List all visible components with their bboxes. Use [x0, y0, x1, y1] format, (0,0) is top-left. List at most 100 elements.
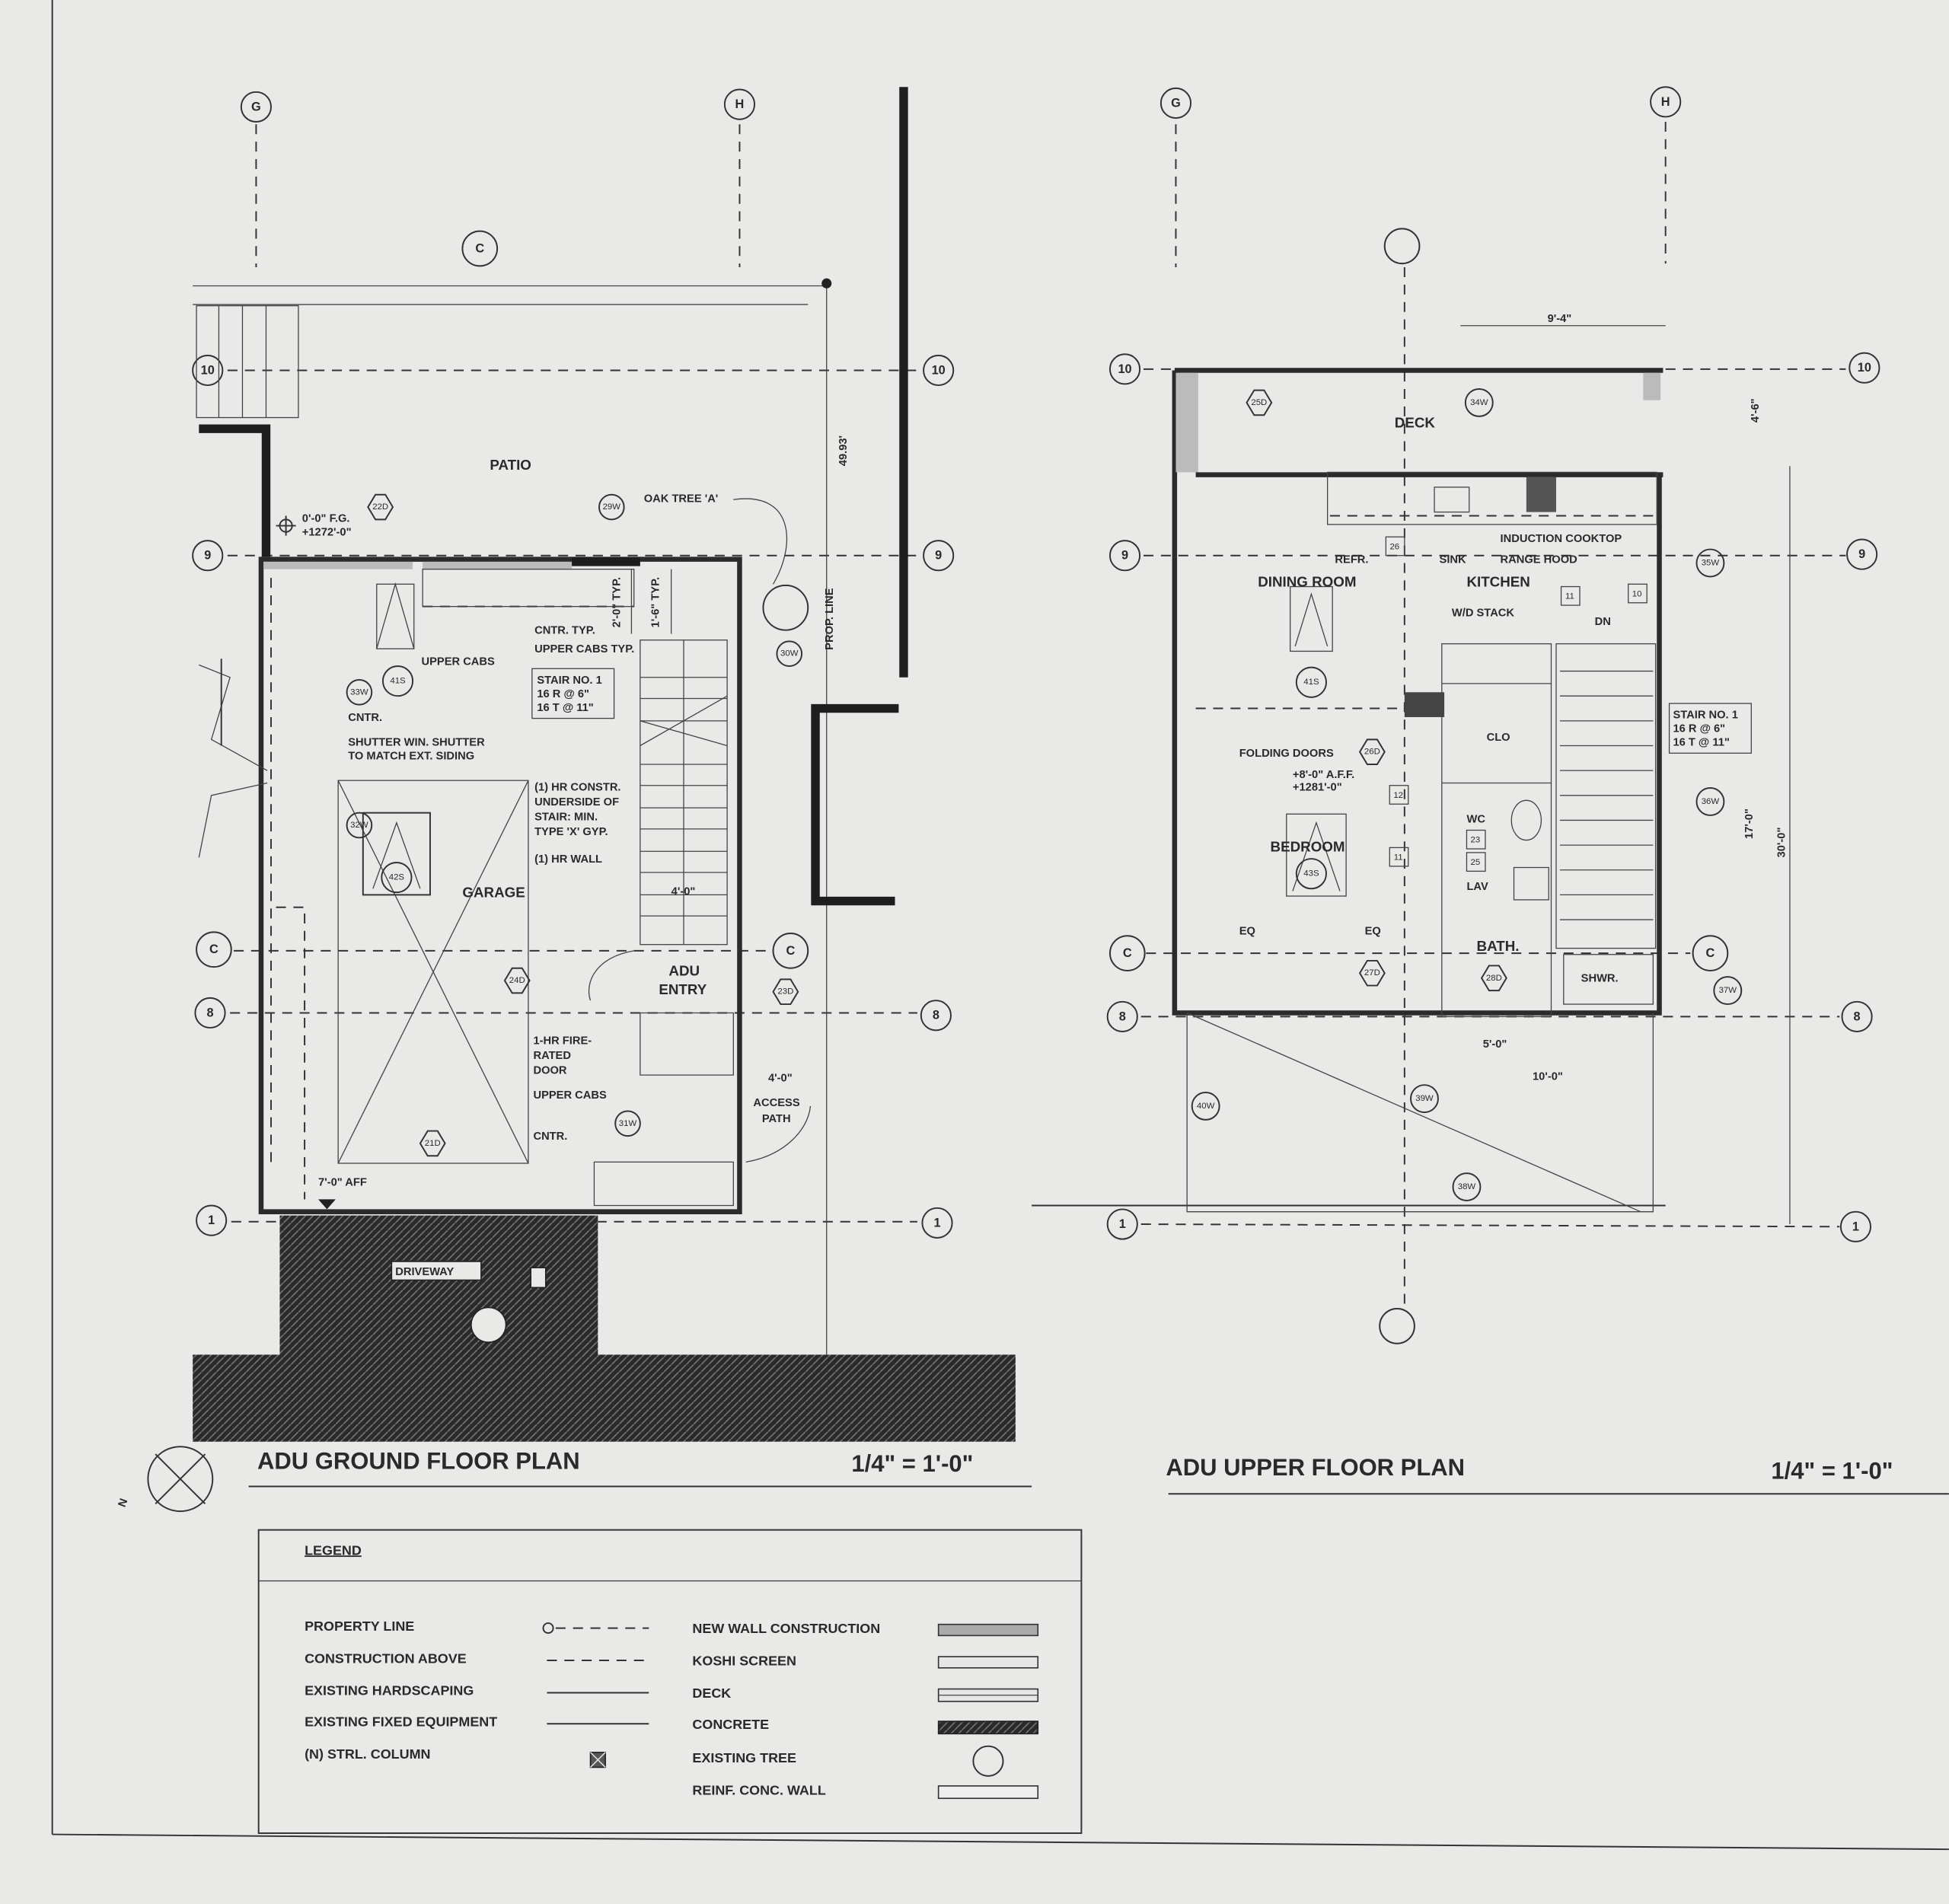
property-line-symbol [542, 1622, 649, 1635]
equipment-tag: 23 [1471, 836, 1481, 845]
equipment-tag: 11 [1565, 592, 1574, 601]
room-label-patio: PATIO [490, 457, 531, 473]
tree-symbol-icon [972, 1745, 1004, 1777]
note-sink: SINK [1440, 554, 1466, 566]
upper-rooms: DECK DINING ROOM KITCHEN BEDROOM BATH. W… [1258, 415, 1618, 985]
note-hr-constr-4: TYPE 'X' GYP. [534, 826, 608, 838]
stair-treads: 16 T @ 11" [1673, 737, 1729, 749]
legend-title: LEGEND [305, 1542, 362, 1558]
note-aff: 7'-0" AFF [318, 1176, 367, 1188]
driveway-concrete: DRIVEWAY [193, 1215, 1016, 1442]
ground-floor-plan: G H 10 10 9 9 C C 8 8 1 1 C [192, 87, 1032, 1488]
legend-item-construction-above: CONSTRUCTION ABOVE [305, 1650, 467, 1666]
room-label-adu-entry-2: ENTRY [659, 981, 707, 997]
room-label-adu-entry: ADU [668, 963, 700, 979]
upper-annotations: REFR. SINK INDUCTION COOKTOP RANGE HOOD … [1239, 313, 1791, 1225]
deck-symbol [937, 1688, 1039, 1702]
note-hr-constr: (1) HR CONSTR. [534, 781, 620, 793]
legend-item-existing-fixed-equipment: EXISTING FIXED EQUIPMENT [305, 1714, 497, 1730]
door-tag: 24D [509, 976, 525, 985]
sheet-border [51, 0, 1949, 1851]
stair-treads: 16 T @ 11" [537, 702, 593, 714]
upper-walls [1172, 368, 1664, 1213]
north-label: N [116, 1497, 131, 1508]
note-counter: CNTR. [348, 712, 382, 724]
grid-10-label: 10 [932, 363, 946, 377]
column-symbol-icon [589, 1752, 606, 1768]
dimension: 4'-0" [671, 885, 696, 898]
dimension-eq: EQ [1365, 926, 1381, 938]
ground-title-block: ADU GROUND FLOOR PLAN 1/4" = 1'-0" [248, 1448, 1032, 1488]
window-tag: 30W [780, 649, 799, 659]
grid-9-label: 9 [1858, 547, 1865, 561]
grid-10-label: 10 [1118, 362, 1131, 376]
window-tag: 36W [1702, 797, 1720, 806]
label-lav: LAV [1466, 881, 1488, 893]
skylight-tag: 41S [390, 677, 406, 686]
grid-8-label: 8 [1854, 1009, 1861, 1023]
door-tag: 26D [1364, 748, 1380, 757]
upper-title-block: ADU UPPER FLOOR PLAN 1/4" = 1'-0" [1166, 1454, 1949, 1495]
room-label-kitchen: KITCHEN [1466, 574, 1530, 590]
equipment-tag: 10 [1632, 589, 1642, 598]
legend-item-deck: DECK [692, 1686, 731, 1701]
door-tag: 28D [1486, 974, 1502, 983]
door-tag: 23D [777, 987, 793, 997]
stair-note: STAIR NO. 1 [1673, 710, 1737, 722]
note-finished-grade: 0'-0" F.G. [302, 513, 350, 525]
grid-9-label: 9 [1121, 549, 1128, 563]
window-tag: 35W [1702, 559, 1720, 568]
property-dimension: 49.93' [837, 435, 850, 466]
window-tag: 33W [350, 687, 368, 697]
dimension: 4'-0" [768, 1072, 793, 1084]
note-induction-cooktop: INDUCTION COOKTOP [1501, 533, 1622, 545]
note-shutter-2: TO MATCH EXT. SIDING [348, 750, 474, 762]
patio-site: PROP. LINE 49.93' PATIO OAK TREE 'A' 0'-… [193, 87, 908, 1355]
grid-1-label: 1 [208, 1214, 215, 1227]
grid-9-label: 9 [204, 549, 211, 563]
note-aff: +8'-0" A.F.F. [1293, 769, 1354, 781]
dimension-counter-depth-typ: 2'-0" TYP. [611, 577, 624, 628]
skylight-tag: 42S [389, 873, 405, 882]
door-tag: 25D [1251, 398, 1267, 407]
oak-tree-icon [762, 584, 809, 631]
ground-annotations: CNTR. TYP. UPPER CABS TYP. 2'-0" TYP. 1'… [318, 577, 793, 1189]
label-stair-down: DN [1595, 616, 1611, 628]
room-label-garage: GARAGE [462, 885, 525, 901]
grid-1-label: 1 [933, 1216, 940, 1229]
label-wc: WC [1466, 814, 1485, 826]
grid-10-label: 10 [201, 363, 215, 377]
label-closet: CLO [1487, 732, 1510, 744]
grid-h-label: H [735, 97, 745, 111]
door-tag: 21D [425, 1139, 441, 1148]
note-upper-cabs-typ: UPPER CABS TYP. [534, 643, 634, 655]
note-hr-constr-3: STAIR: MIN. [534, 811, 598, 823]
dimension: 17'-0" [1743, 808, 1756, 839]
ground-plan-title: ADU GROUND FLOOR PLAN [257, 1448, 580, 1475]
grid-bubbles: G H 10 10 9 9 C C 8 8 1 1 [1106, 86, 1880, 1344]
note-upper-cabs: UPPER CABS [422, 655, 496, 668]
upper-tags: 25D 34W 35W 41S 26D 36W 43S 27D 28D 37W … [1191, 387, 1743, 1201]
label-access-path: ACCESS [753, 1097, 799, 1109]
dimension: 9'-4" [1548, 313, 1572, 325]
stair-note: STAIR NO. 1 [537, 675, 601, 687]
skylight-tag: 43S [1303, 869, 1319, 879]
label-access-path-2: PATH [762, 1113, 791, 1125]
skylight-tag: 41S [1303, 678, 1319, 687]
grid-g-label: G [1171, 96, 1181, 110]
door-tag: 27D [1364, 968, 1380, 978]
grid-1-label: 1 [1119, 1217, 1126, 1231]
grid-9-label: 9 [935, 549, 942, 563]
note-elevation: +1272'-0" [302, 527, 352, 539]
legend-item-existing-tree: EXISTING TREE [692, 1750, 796, 1765]
window-tag: 31W [619, 1119, 637, 1128]
note-folding-doors: FOLDING DOORS [1239, 748, 1334, 760]
window-tag: 40W [1197, 1102, 1215, 1111]
grid-8-label: 8 [933, 1009, 939, 1022]
note-counter-typ: CNTR. TYP. [534, 625, 595, 637]
grid-h-label: H [1661, 95, 1670, 109]
note-counter-2: CNTR. [533, 1131, 567, 1143]
section-c-label: C [786, 944, 795, 958]
room-label-bath: BATH. [1477, 938, 1520, 954]
